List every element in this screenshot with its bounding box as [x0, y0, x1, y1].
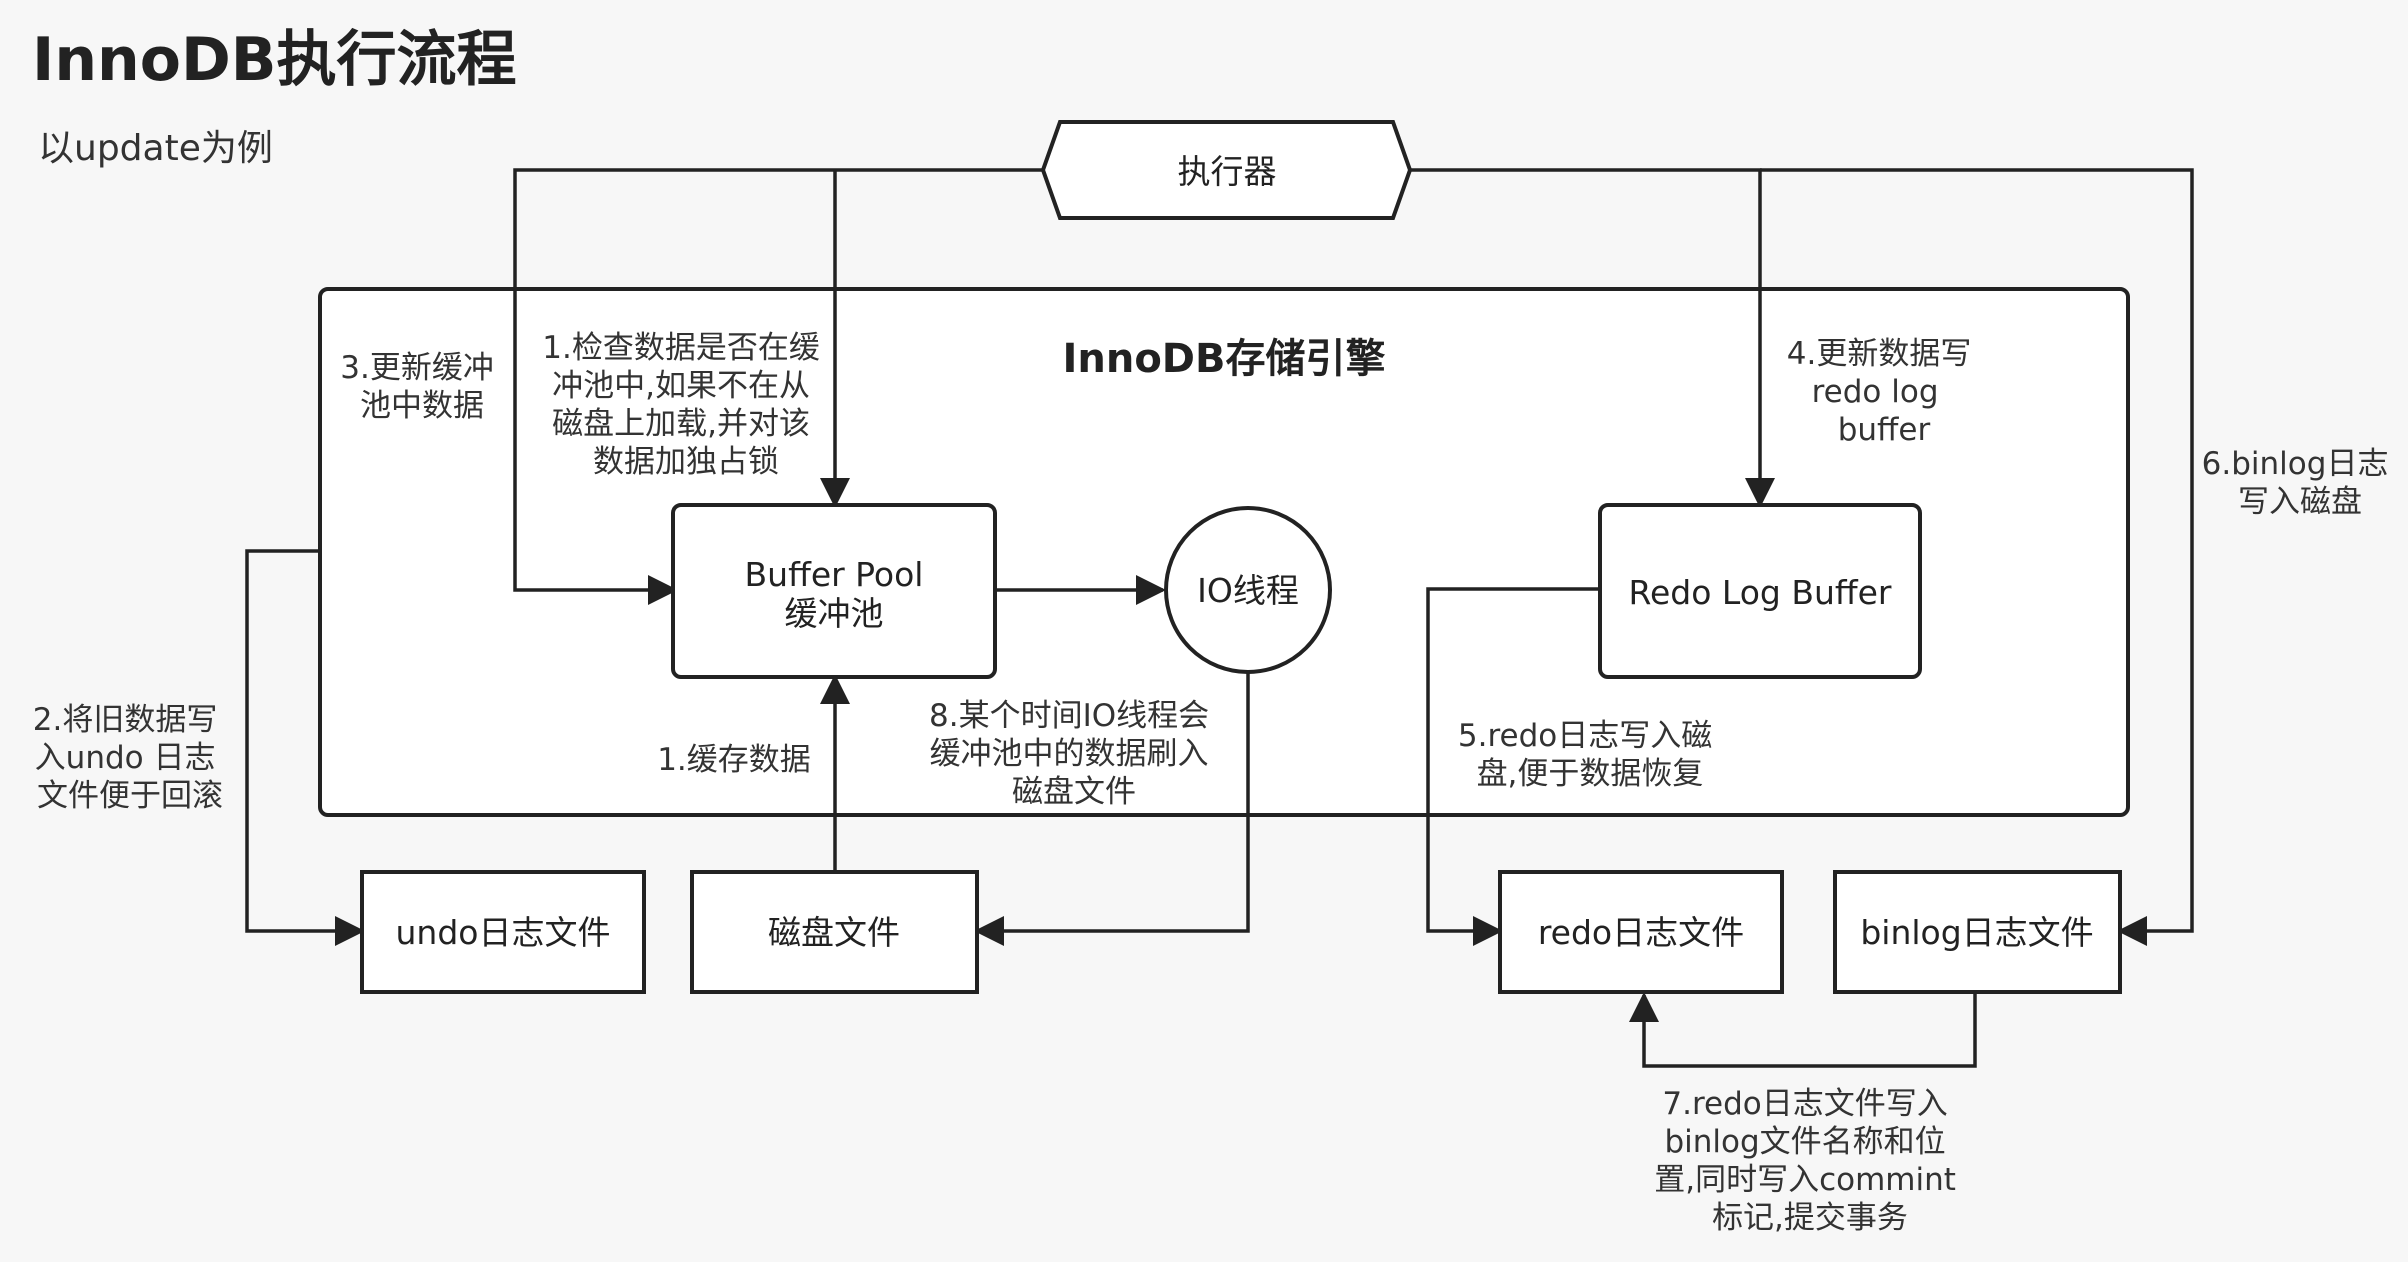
engine-title: InnoDB存储引擎 [1062, 336, 1385, 382]
binlog-file-label: binlog日志文件 [1860, 913, 2093, 952]
buffer-pool-sublabel: 缓冲池 [785, 594, 884, 633]
edge-io-disk [974, 672, 1250, 946]
edge-executor-binlog [1760, 168, 2194, 946]
binlog-file-node [1833, 870, 2122, 994]
edge-redobuffer-redofile [1426, 587, 1600, 946]
edge-engine-undo [245, 549, 365, 946]
buffer-pool-label: Buffer Pool [745, 555, 924, 594]
redo-file-label: redo日志文件 [1538, 913, 1744, 952]
page-subtitle: 以update为例 [38, 128, 273, 169]
step-1-cache-label: 1.缓存数据 [657, 742, 811, 778]
undo-file-node [360, 870, 646, 994]
undo-file-label: undo日志文件 [396, 913, 611, 952]
step-8-label: 8.某个时间IO线程会 缓冲池中的数据刷入 磁盘文件 [929, 698, 1219, 810]
step-1-check-label: 1.检查数据是否在缓 冲池中,如果不在从 磁盘上加载,并对该 数据加独占锁 [542, 330, 829, 480]
step-7-label: 7.redo日志文件写入 binlog文件名称和位 置,同时写入commint … [1654, 1086, 1966, 1236]
io-thread-node [1164, 506, 1332, 674]
disk-file-label: 磁盘文件 [768, 913, 900, 952]
buffer-pool-node [671, 503, 997, 679]
page-title: InnoDB执行流程 [32, 25, 517, 95]
step-3-label: 3.更新缓冲 池中数据 [340, 350, 503, 424]
io-thread-label: IO线程 [1197, 571, 1299, 610]
edge-binlog-redofile [1629, 992, 1977, 1068]
executor-node [1040, 120, 1413, 220]
step-6-label: 6.binlog日志 写入磁盘 [2202, 446, 2399, 520]
disk-file-node [690, 870, 979, 994]
edge-executor-update-buffer [513, 168, 1043, 605]
step-5-label: 5.redo日志写入磁 盘,便于数据恢复 [1458, 718, 1722, 792]
step-2-label: 2.将旧数据写 入undo 日志 文件便于回滚 [33, 702, 227, 814]
redo-log-buffer-label: Redo Log Buffer [1629, 573, 1892, 612]
step-4-label: 4.更新数据写 redo log buffer [1787, 336, 1981, 448]
redo-log-buffer-node [1598, 503, 1922, 679]
redo-file-node [1498, 870, 1784, 994]
executor-label: 执行器 [1178, 152, 1277, 191]
